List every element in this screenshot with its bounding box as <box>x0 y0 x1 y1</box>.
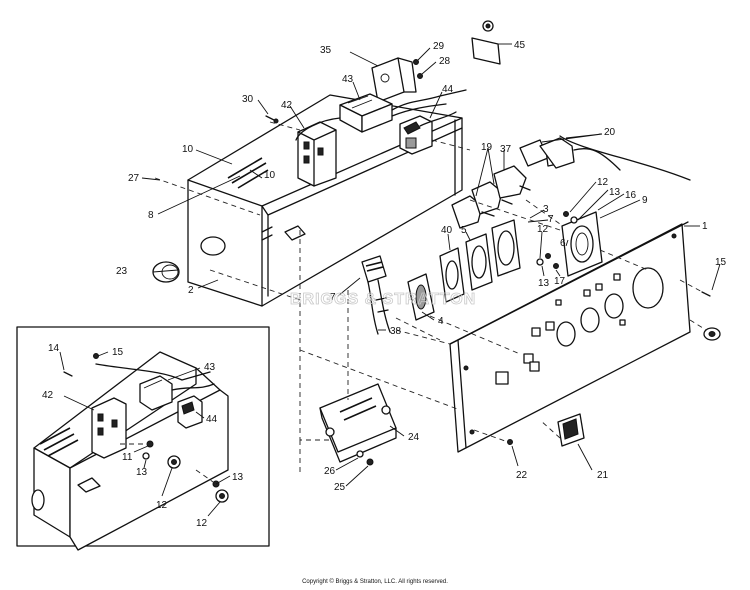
callout-10-upper: 10 <box>182 144 194 155</box>
callout-19: 19 <box>481 142 493 153</box>
callout-27: 27 <box>128 173 140 184</box>
callout-22: 22 <box>516 470 528 481</box>
callout-28: 28 <box>439 56 451 67</box>
callout-45: 45 <box>514 40 526 51</box>
electronic-module <box>319 383 397 463</box>
control-box-housing <box>187 94 463 307</box>
circuit-breaker-a <box>297 121 337 187</box>
callout-10-lower: 10 <box>264 170 276 181</box>
callout-30: 30 <box>242 94 254 105</box>
callout-23: 23 <box>116 266 128 277</box>
nut-12b <box>545 253 551 259</box>
callout-9: 9 <box>642 195 648 206</box>
screw-29 <box>413 59 419 65</box>
nut-25 <box>366 458 374 466</box>
callout-5: 5 <box>461 225 467 236</box>
callout-7-lower: 7 <box>330 292 336 303</box>
washer-13b <box>536 258 544 266</box>
callout-44-inset: 44 <box>206 414 218 425</box>
cover-plate <box>471 20 501 65</box>
callout-8: 8 <box>148 210 154 221</box>
callout-12-mid: 12 <box>537 224 549 235</box>
callout-leader-lines <box>59 43 721 517</box>
callout-13-right: 13 <box>609 187 621 198</box>
circuit-breaker-4 <box>407 273 435 321</box>
receptacle-6 <box>491 219 521 277</box>
front-control-panel <box>449 221 691 453</box>
callout-42-inset: 42 <box>42 390 54 401</box>
callout-12-inset-b: 12 <box>196 518 208 529</box>
washer-26 <box>356 450 364 458</box>
callout-12-right: 12 <box>597 177 609 188</box>
callout-24: 24 <box>408 432 420 443</box>
callout-13-inset-b: 13 <box>232 472 244 483</box>
plug-connectors-20 <box>519 135 691 181</box>
callout-13-mid: 13 <box>538 278 550 289</box>
assembly-guide-lines <box>154 121 707 475</box>
callout-20: 20 <box>604 127 616 138</box>
callout-26: 26 <box>324 466 336 477</box>
callout-3: 3 <box>543 204 549 215</box>
grommet-right <box>703 327 721 341</box>
mounting-bracket <box>371 57 417 103</box>
callout-2: 2 <box>188 285 194 296</box>
callout-43-top: 43 <box>342 74 354 85</box>
callout-25: 25 <box>334 482 346 493</box>
callout-15-right: 15 <box>715 257 727 268</box>
callout-12-inset-a: 12 <box>156 500 168 511</box>
cord-strain-relief <box>361 255 391 335</box>
callout-17: 17 <box>554 276 566 287</box>
callout-43-inset: 43 <box>204 362 216 373</box>
receptacle-5 <box>465 233 493 291</box>
plug-connectors-19-37 <box>451 165 531 229</box>
switch-44-top <box>399 115 433 155</box>
callout-29: 29 <box>433 41 445 52</box>
callout-1: 1 <box>702 221 708 232</box>
callout-labels: 45 35 29 28 43 44 30 42 20 19 37 10 10 2… <box>42 40 727 529</box>
callout-40: 40 <box>441 225 453 236</box>
callout-35: 35 <box>320 45 332 56</box>
callout-14: 14 <box>48 343 60 354</box>
nut-12 <box>563 211 569 217</box>
receptacle-40 <box>439 247 465 303</box>
relay <box>339 93 393 133</box>
callout-13-inset-a: 13 <box>136 467 148 478</box>
callout-21: 21 <box>597 470 609 481</box>
watermark: BRIGGS & STRATTON <box>290 291 476 308</box>
callout-44-top: 44 <box>442 84 454 95</box>
nut-17 <box>553 263 559 269</box>
callout-11: 11 <box>122 452 133 463</box>
copyright-notice: Copyright © Briggs & Stratton, LLC. All … <box>302 579 448 585</box>
callout-7-upper: 7 <box>548 214 554 225</box>
screw-30-head <box>273 118 279 124</box>
inset-detail-view <box>16 326 270 551</box>
washer-13 <box>570 216 578 224</box>
receptacle-16 <box>561 211 603 277</box>
washer-28 <box>417 73 423 79</box>
callout-4: 4 <box>438 316 444 327</box>
callout-16: 16 <box>625 190 637 201</box>
callout-38: 38 <box>390 326 402 337</box>
callout-37: 37 <box>500 144 512 155</box>
callout-42-top: 42 <box>281 100 293 111</box>
callout-15-inset: 15 <box>112 347 124 358</box>
screw-22 <box>507 439 513 445</box>
callout-6: 6 <box>560 238 566 249</box>
rocker-switch <box>557 413 585 447</box>
screw-30 <box>265 115 275 121</box>
